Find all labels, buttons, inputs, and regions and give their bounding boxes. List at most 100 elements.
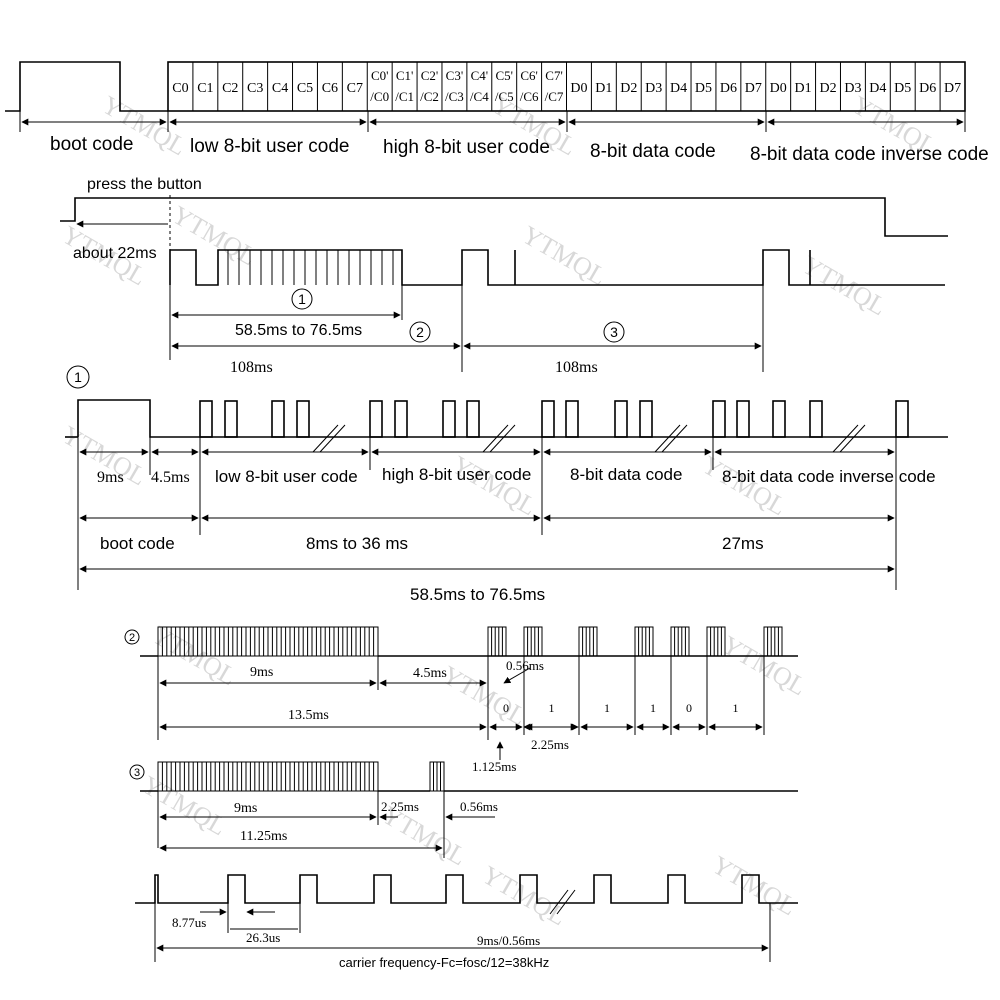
- boot-code-waveform: [77, 399, 200, 438]
- code-cell-label-top: C3': [446, 68, 464, 83]
- burst-fill: [161, 762, 379, 791]
- boot-pulse-waveform: [5, 61, 168, 112]
- bit-burst: [487, 626, 507, 657]
- segment-label-inverse: 8-bit data code inverse code: [750, 144, 989, 165]
- span-3-label: 108ms: [555, 359, 598, 376]
- bit-burst: [670, 626, 690, 657]
- data-pulse: [442, 400, 456, 438]
- detail-1-marker-circle: [66, 365, 90, 389]
- watermark: YTMQL: [517, 220, 612, 291]
- marker-1: 1: [298, 291, 306, 307]
- marker-2-circle: [409, 321, 431, 343]
- watermark: YTMQL: [447, 450, 542, 521]
- arrow-0-56ms: [503, 667, 531, 684]
- marker-2: 2: [416, 324, 424, 340]
- data-pulse: [271, 400, 285, 438]
- high-label: 9ms: [234, 801, 257, 816]
- span-2-label: 108ms: [230, 359, 273, 376]
- data-pulse: [809, 400, 823, 438]
- user-code-burst: [227, 250, 394, 285]
- bit-burst: [634, 626, 654, 657]
- data-pulse: [394, 400, 408, 438]
- bit-burst: [578, 626, 598, 657]
- detail-2-marker: 2: [129, 632, 135, 644]
- carrier-section: 8.77us 26.3us 9ms/0.56ms carrier frequen…: [135, 874, 798, 970]
- code-cell-label: D6: [720, 81, 737, 96]
- detail-1-marker: 1: [74, 369, 82, 385]
- code-cell-label: C4: [272, 81, 288, 96]
- code-cell-label-top: C5': [495, 68, 513, 83]
- segment-label-data: 8-bit data code: [590, 141, 716, 162]
- watermark: YTMQL: [707, 850, 802, 921]
- code-cell-label-top: C6': [520, 68, 538, 83]
- one-period-label: 2.25ms: [531, 737, 569, 752]
- detail-3-marker: 3: [134, 767, 140, 779]
- marker-3-circle: [603, 321, 625, 343]
- code-cell-label: D2: [819, 81, 836, 96]
- span-1-label: 58.5ms to 76.5ms: [235, 322, 362, 339]
- bit-value: 1: [604, 701, 610, 715]
- data-pulse: [712, 400, 726, 438]
- code-cell-label-bottom: /C4: [470, 89, 489, 104]
- code-cell-label-bottom: /C2: [420, 89, 439, 104]
- low-label: 4.5ms: [413, 666, 447, 681]
- repeat-pulse-fill: [433, 762, 441, 791]
- code-cell-label: D0: [570, 81, 587, 96]
- segment-label-low-user: low 8-bit user code: [190, 136, 349, 157]
- low-label: 2.25ms: [381, 799, 419, 814]
- burst-fill: [161, 627, 379, 656]
- break-marks: [312, 424, 866, 453]
- watermark: YTMQL: [167, 200, 262, 271]
- code-cell-label: C3: [247, 81, 263, 96]
- seg-data-label: 8-bit data code: [570, 465, 682, 484]
- code-cell-label-bottom: /C0: [370, 89, 389, 104]
- code-cell-label-top: C0': [371, 68, 389, 83]
- code-cell-label: D3: [645, 81, 662, 96]
- code-cell-label-bottom: /C3: [445, 89, 464, 104]
- marker-1-circle: [291, 288, 313, 310]
- carrier-break-mark: [549, 889, 576, 915]
- boot-code-label: boot code: [100, 534, 175, 553]
- code-cell-label-bottom: /C1: [395, 89, 414, 104]
- button-press-section: press the button about 22ms 1 58.5ms to …: [60, 176, 948, 376]
- frame-detail-3: 3 9ms 2.25ms 0.56ms 11.25ms: [129, 761, 798, 858]
- code-cell-label: D5: [894, 81, 911, 96]
- data-pulse: [296, 400, 310, 438]
- watermark: YTMQL: [477, 860, 572, 931]
- bit-burst: [706, 626, 726, 657]
- code-cell-label: D5: [695, 81, 712, 96]
- code-cell-label: D2: [620, 81, 637, 96]
- data-pulse: [199, 400, 213, 438]
- seg-high-label: high 8-bit user code: [382, 465, 531, 484]
- burst-label: 9ms/0.56ms: [477, 933, 540, 948]
- total-label: 11.25ms: [240, 829, 287, 844]
- code-cell-label-top: C4': [471, 68, 489, 83]
- code-cell-label: D1: [595, 81, 612, 96]
- bit-burst: [763, 626, 783, 657]
- pulse-label: 0.56ms: [460, 799, 498, 814]
- code-cell-label: D3: [844, 81, 861, 96]
- code-cell-label: D1: [795, 81, 812, 96]
- data-pulse: [736, 400, 750, 438]
- code-cell-label: C2: [222, 81, 238, 96]
- high-label: 9ms: [250, 665, 273, 680]
- total-label: 58.5ms to 76.5ms: [410, 585, 545, 604]
- bit-value: 0: [503, 701, 509, 715]
- ir-signal-waveform: [169, 249, 945, 286]
- user-span-label: 8ms to 36 ms: [306, 534, 408, 553]
- data-pulse: [614, 400, 628, 438]
- data-pulse: [224, 400, 238, 438]
- code-cell-label-top: C7': [545, 68, 563, 83]
- pulse-width-label: 8.77us: [172, 915, 206, 930]
- code-cell-label: C7: [347, 81, 363, 96]
- bit-value: 0: [686, 701, 692, 715]
- data-pulse: [895, 400, 909, 438]
- data-pulse: [639, 400, 653, 438]
- code-cell-label: C6: [322, 81, 338, 96]
- data-span-label: 27ms: [722, 534, 764, 553]
- data-pulse: [565, 400, 579, 438]
